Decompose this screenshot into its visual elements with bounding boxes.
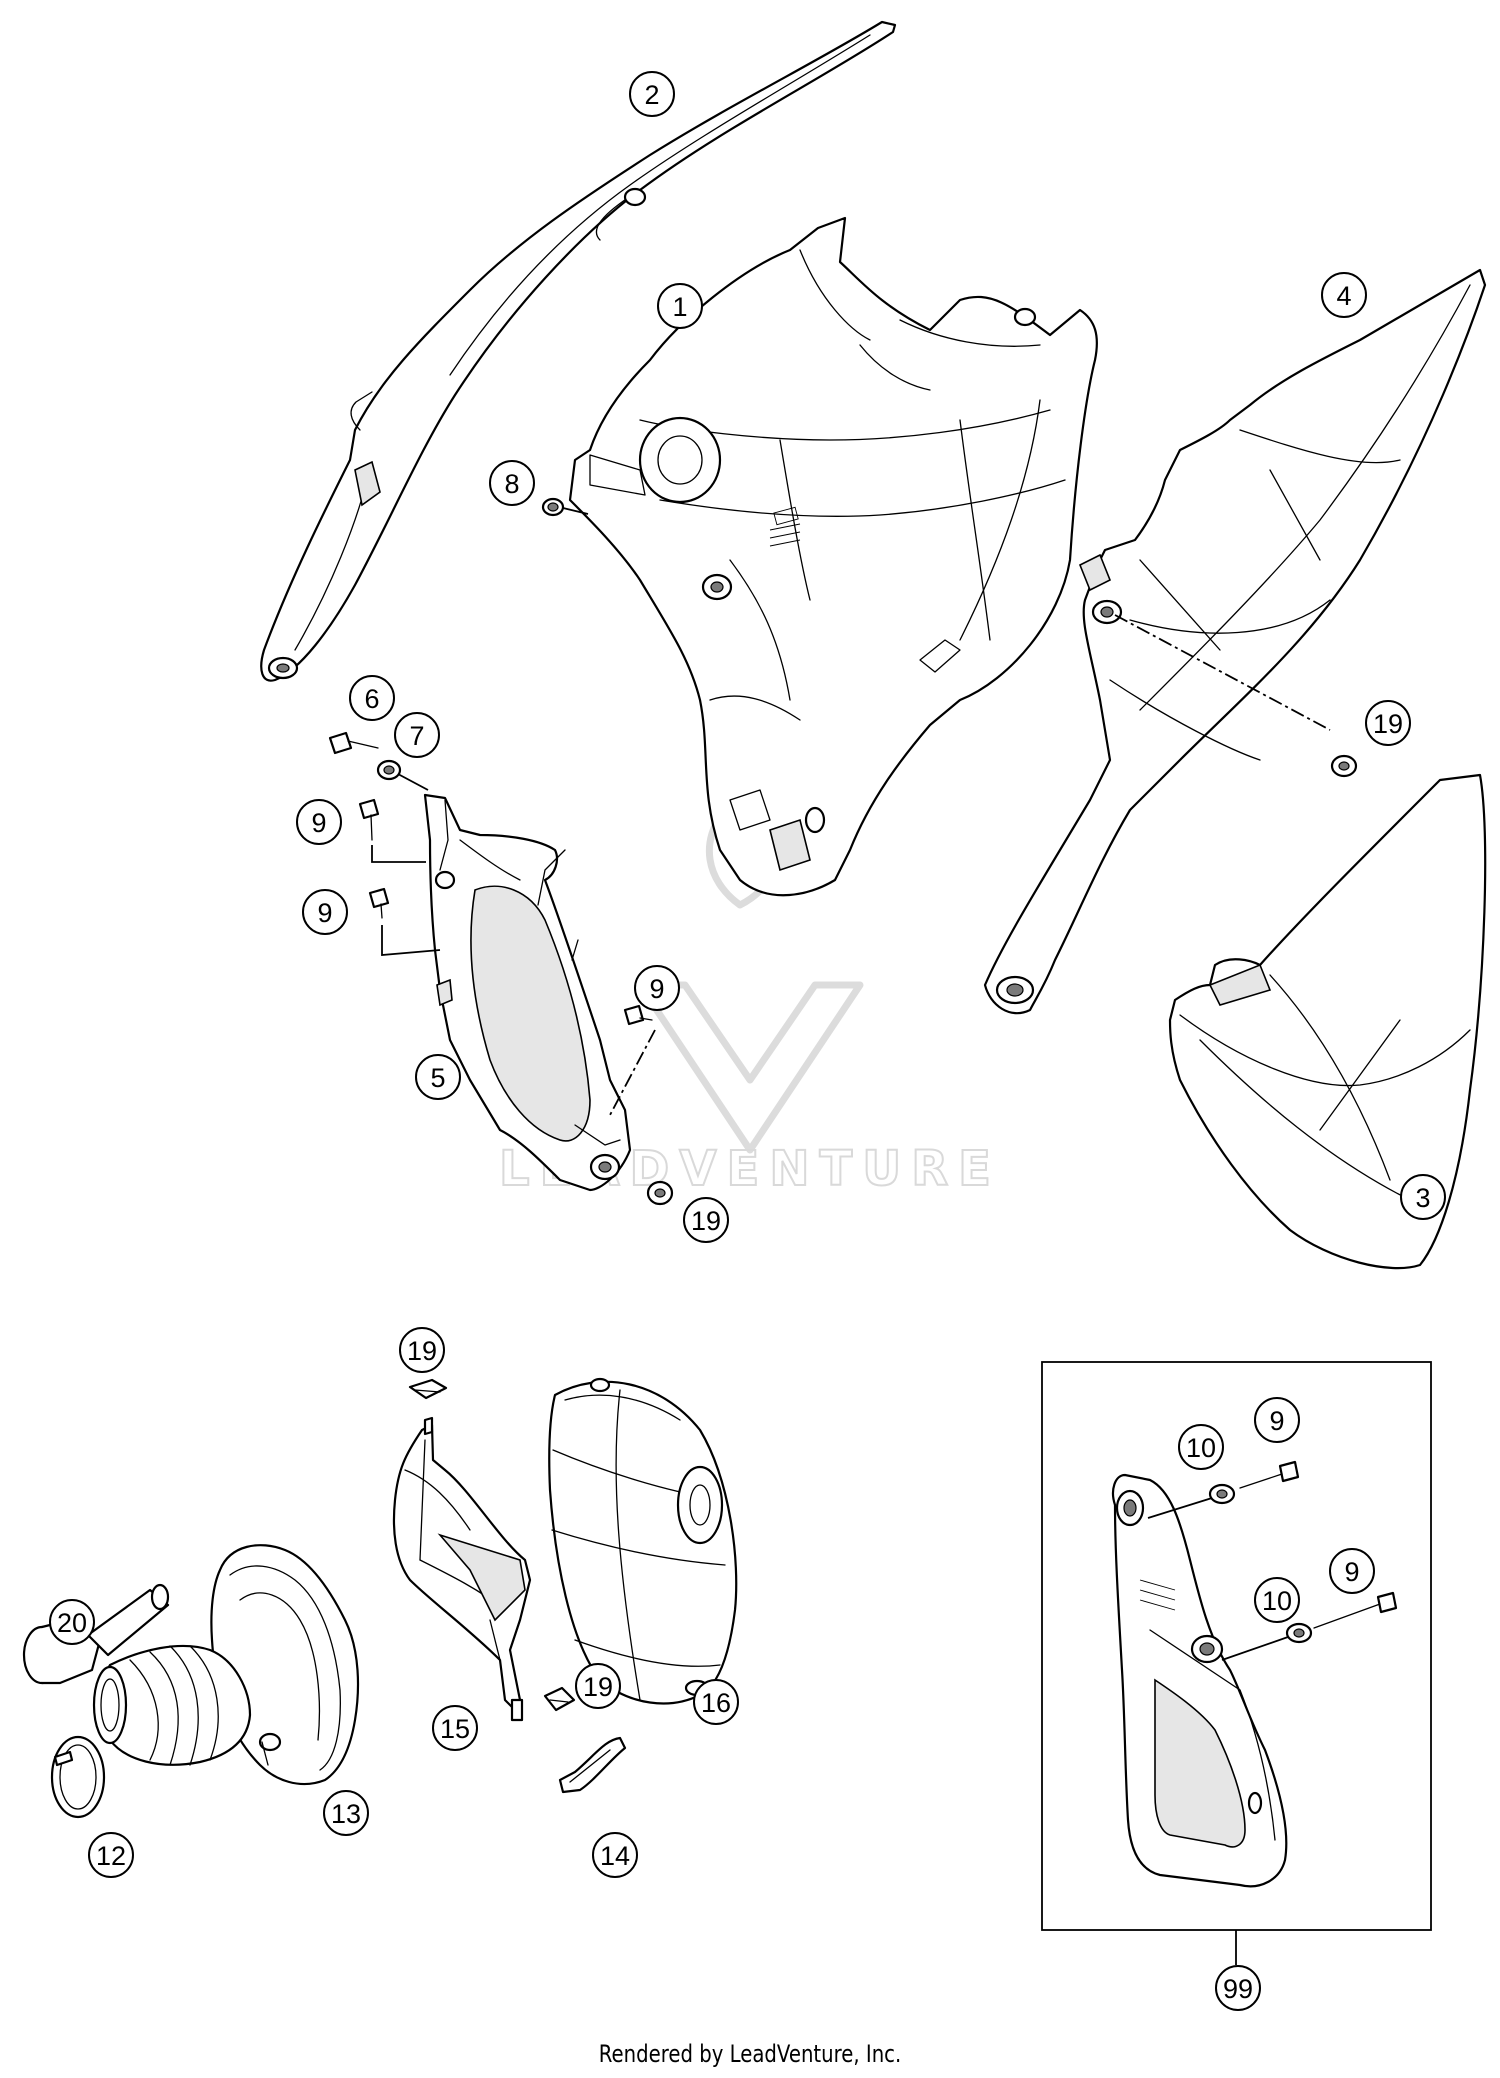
part-4-side-cover[interactable] (983, 268, 1487, 1015)
part-99-kit-box (1041, 1361, 1432, 1965)
part-2-rear-fender-strip[interactable] (260, 20, 897, 682)
callout-9-a[interactable]: 9 (296, 799, 342, 845)
callout-16[interactable]: 16 (693, 1679, 739, 1725)
svg-text:20: 20 (57, 1608, 87, 1638)
callout-15[interactable]: 15 (432, 1705, 478, 1751)
svg-text:5: 5 (430, 1063, 445, 1093)
svg-text:15: 15 (440, 1714, 470, 1744)
part-10-washer-lower[interactable] (1221, 1622, 1313, 1661)
part-7-washer[interactable] (376, 759, 429, 791)
callout-5[interactable]: 5 (415, 1054, 461, 1100)
svg-text:8: 8 (504, 469, 519, 499)
part-9-bolt-upper-kit[interactable] (1239, 1460, 1300, 1489)
svg-text:9: 9 (1269, 1406, 1284, 1436)
svg-text:7: 7 (409, 721, 424, 751)
callout-3[interactable]: 3 (1400, 1174, 1446, 1220)
svg-text:16: 16 (701, 1688, 731, 1718)
callout-20[interactable]: 20 (49, 1599, 95, 1645)
part-9-bolt-a[interactable] (358, 798, 426, 863)
svg-text:9: 9 (1344, 1557, 1359, 1587)
callout-6[interactable]: 6 (349, 675, 395, 721)
callout-99[interactable]: 99 (1215, 1965, 1261, 2011)
part-12-clamp[interactable] (50, 1735, 106, 1819)
part-19-nut-upper-right[interactable] (1330, 754, 1358, 778)
callout-19-d[interactable]: 19 (575, 1663, 621, 1709)
part-6-bolt[interactable] (328, 731, 379, 755)
svg-text:19: 19 (583, 1672, 613, 1702)
svg-text:9: 9 (649, 974, 664, 1004)
callout-19-a[interactable]: 19 (1365, 700, 1411, 746)
callout-10-b[interactable]: 10 (1254, 1577, 1300, 1623)
svg-text:2: 2 (644, 80, 659, 110)
callout-9-e[interactable]: 9 (1329, 1548, 1375, 1594)
callout-1[interactable]: 1 (657, 283, 703, 329)
part-1-airbox[interactable] (568, 216, 1098, 897)
callout-10-a[interactable]: 10 (1178, 1424, 1224, 1470)
callouts: 1 2 3 4 5 6 7 8 9 9 9 9 9 10 10 12 13 14… (49, 71, 1446, 2011)
svg-text:10: 10 (1186, 1433, 1216, 1463)
part-12-intake-boot[interactable] (92, 1644, 252, 1766)
svg-text:99: 99 (1223, 1974, 1253, 2004)
callout-12[interactable]: 12 (88, 1832, 134, 1878)
callout-19-b[interactable]: 19 (683, 1197, 729, 1243)
svg-text:12: 12 (96, 1841, 126, 1871)
callout-13[interactable]: 13 (323, 1790, 369, 1836)
part-19-nut-mid[interactable] (646, 1180, 674, 1206)
svg-text:19: 19 (407, 1336, 437, 1366)
svg-text:10: 10 (1262, 1586, 1292, 1616)
callout-4[interactable]: 4 (1321, 272, 1367, 318)
svg-text:4: 4 (1336, 281, 1351, 311)
part-5-filter-holder[interactable] (423, 793, 632, 1192)
part-9-bolt-b[interactable] (368, 887, 441, 956)
svg-text:19: 19 (691, 1206, 721, 1236)
svg-text:19: 19 (1373, 709, 1403, 739)
part-19-clip-lower[interactable] (543, 1686, 576, 1712)
callout-9-d[interactable]: 9 (1254, 1397, 1300, 1443)
callout-9-c[interactable]: 9 (634, 965, 680, 1011)
part-99-side-panel[interactable] (1111, 1473, 1288, 1888)
callout-7[interactable]: 7 (394, 712, 440, 758)
svg-text:13: 13 (331, 1799, 361, 1829)
part-19-clip-top[interactable] (408, 1378, 448, 1400)
part-16-filter-cover[interactable] (548, 1377, 738, 1705)
svg-text:3: 3 (1415, 1183, 1430, 1213)
footer-credit: Rendered by LeadVenture, Inc. (598, 2040, 902, 2068)
part-9-bolt-lower-kit[interactable] (1313, 1591, 1398, 1629)
svg-text:9: 9 (311, 808, 326, 838)
svg-text:14: 14 (600, 1841, 630, 1871)
svg-text:6: 6 (364, 684, 379, 714)
callout-9-b[interactable]: 9 (302, 889, 348, 935)
warning-label (769, 506, 801, 547)
callout-8[interactable]: 8 (489, 460, 535, 506)
callout-2[interactable]: 2 (629, 71, 675, 117)
part-14-clip[interactable] (558, 1736, 627, 1794)
part-8-grommet[interactable] (541, 497, 589, 517)
watermark-v-icon (636, 981, 864, 1154)
svg-text:9: 9 (317, 898, 332, 928)
part-10-washer-upper[interactable] (1147, 1483, 1236, 1519)
part-9-bolt-c[interactable] (609, 1004, 656, 1116)
part-15-filter-cage[interactable] (392, 1416, 532, 1722)
callout-14[interactable]: 14 (592, 1832, 638, 1878)
part-3-number-plate[interactable] (1168, 773, 1487, 1270)
svg-text:1: 1 (672, 292, 687, 322)
callout-19-c[interactable]: 19 (399, 1327, 445, 1373)
